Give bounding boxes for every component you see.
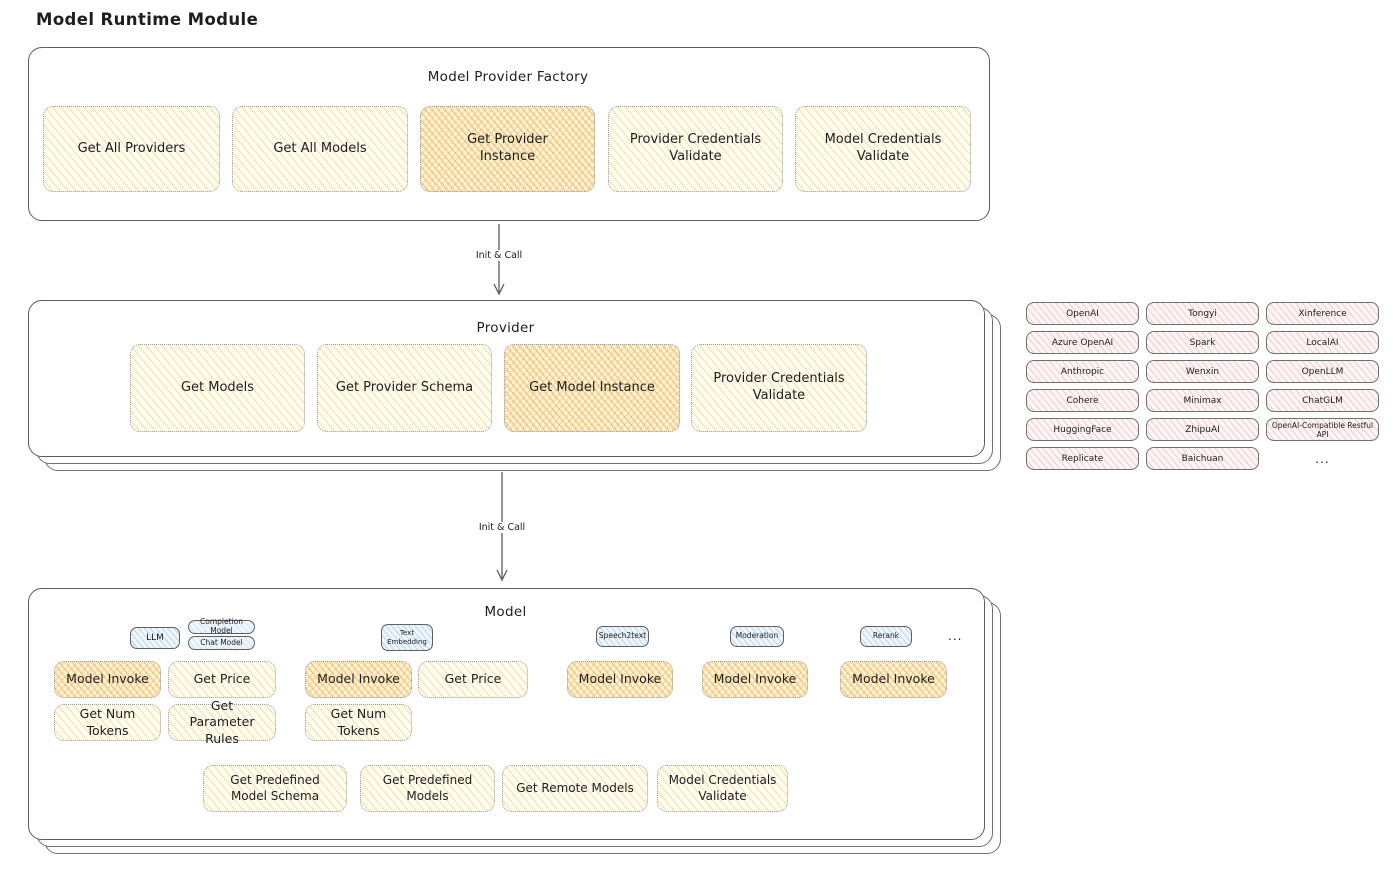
providers-more-ellipsis: ...: [1315, 451, 1330, 466]
provider-pill-azure-openai: Azure OpenAI: [1026, 331, 1139, 354]
init-call-arrow-1: [491, 224, 507, 300]
provider-box-get-models: Get Models: [130, 344, 305, 432]
provider-pill-spark: Spark: [1146, 331, 1259, 354]
model-fn-moderation-model-invoke: Model Invoke: [702, 661, 808, 698]
factory-box-get-all-providers: Get All Providers: [43, 106, 220, 192]
provider-box-get-model-instance: Get Model Instance: [504, 344, 680, 432]
model-fn-embedding-get-price: Get Price: [418, 661, 528, 698]
model-fn-speech2text-model-invoke: Model Invoke: [567, 661, 673, 698]
provider-pill-minimax: Minimax: [1146, 389, 1259, 412]
provider-box-get-provider-schema: Get Provider Schema: [317, 344, 492, 432]
init-call-label-1: Init & Call: [471, 250, 527, 261]
model-fn-llm-get-parameter-rules: Get Parameter Rules: [168, 698, 276, 746]
provider-pill-chatglm: ChatGLM: [1266, 389, 1379, 412]
model-type-completion-model: Completion Model: [188, 618, 255, 635]
providers-panel: OpenAI Tongyi Xinference Azure OpenAI Sp…: [1026, 302, 1379, 470]
provider-pill-openllm: OpenLLM: [1266, 360, 1379, 383]
model-box-get-predefined-models: Get Predefined Models: [360, 765, 495, 812]
provider-pill-anthropic: Anthropic: [1026, 360, 1139, 383]
provider-pill-tongyi: Tongyi: [1146, 302, 1259, 325]
provider-pill-huggingface: HuggingFace: [1026, 418, 1139, 441]
factory-box-get-provider-instance: Get Provider Instance: [420, 106, 595, 192]
page-title: Model Runtime Module: [36, 10, 259, 29]
model-type-chat-model: Chat Model: [188, 636, 255, 650]
model-fn-llm-get-num-tokens: Get Num Tokens: [54, 704, 161, 741]
model-fn-llm-model-invoke: Model Invoke: [54, 661, 161, 698]
model-box-model-credentials-validate: Model Credentials Validate: [657, 765, 788, 812]
init-call-label-2: Init & Call: [474, 522, 530, 533]
model-box-get-predefined-model-schema: Get Predefined Model Schema: [203, 765, 347, 812]
model-type-rerank: Rerank: [860, 626, 912, 647]
model-title: Model: [484, 604, 527, 620]
model-fn-embedding-model-invoke: Model Invoke: [305, 661, 412, 698]
factory-box-provider-credentials-validate: Provider Credentials Validate: [608, 106, 783, 192]
model-box-get-remote-models: Get Remote Models: [502, 765, 648, 812]
factory-box-model-credentials-validate: Model Credentials Validate: [795, 106, 971, 192]
provider-pill-localai: LocalAI: [1266, 331, 1379, 354]
factory-box-get-all-models: Get All Models: [232, 106, 408, 192]
provider-pill-zhipuai: ZhipuAI: [1146, 418, 1259, 441]
provider-pill-baichuan: Baichuan: [1146, 447, 1259, 470]
factory-title: Model Provider Factory: [427, 69, 589, 85]
model-type-speech2text: Speech2text: [596, 626, 649, 647]
provider-pill-wenxin: Wenxin: [1146, 360, 1259, 383]
model-fn-llm-get-price: Get Price: [168, 661, 276, 698]
provider-pill-replicate: Replicate: [1026, 447, 1139, 470]
model-type-llm: LLM: [130, 627, 180, 649]
model-fn-embedding-get-num-tokens: Get Num Tokens: [305, 704, 412, 741]
model-type-moderation: Moderation: [730, 626, 784, 647]
model-type-text-embedding: Text Embedding: [381, 624, 433, 651]
provider-box-provider-credentials-validate: Provider Credentials Validate: [691, 344, 867, 432]
provider-title: Provider: [476, 320, 535, 336]
provider-pill-openai: OpenAI: [1026, 302, 1139, 325]
model-fn-rerank-model-invoke: Model Invoke: [840, 661, 947, 698]
provider-pill-openai-compatible-restful-api: OpenAI-Compatible Restful API: [1266, 418, 1379, 441]
provider-pill-xinference: Xinference: [1266, 302, 1379, 325]
provider-pill-cohere: Cohere: [1026, 389, 1139, 412]
model-types-more-ellipsis: ...: [948, 629, 963, 643]
